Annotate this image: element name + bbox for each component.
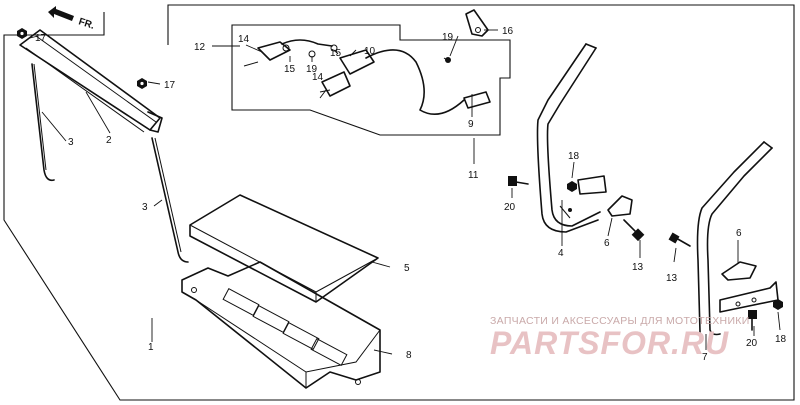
callout-1: 1: [148, 342, 154, 353]
front-direction-label: FR.: [77, 16, 96, 32]
battery-pad: [189, 194, 379, 303]
callout-12: 12: [194, 42, 206, 53]
callout-15-left: 15: [284, 64, 296, 75]
callout-15-right: 15: [330, 48, 342, 59]
guard-bracket-6-left: [607, 195, 633, 217]
terminal-strap: [443, 9, 489, 63]
callout-20-left: 20: [504, 202, 516, 213]
callout-19-mid: 19: [306, 64, 318, 75]
callout-10: 10: [364, 46, 376, 57]
bolt-20-right: [748, 310, 757, 331]
callout-7: 7: [702, 352, 708, 363]
wiring-group-frame: [231, 24, 511, 136]
watermark-caption: ЗАПЧАСТИ И АКСЕССУАРЫ ДЛЯ МОТОТЕХНИКИ: [490, 315, 750, 327]
front-direction-arrow: FR.: [48, 6, 96, 32]
callout-5: 5: [404, 263, 410, 274]
nut-17-right: [137, 78, 147, 89]
assembly-frame: [3, 4, 795, 401]
callout-20-right: 20: [746, 338, 758, 349]
nut-17-left: [17, 28, 27, 39]
callout-19-right: 19: [442, 32, 454, 43]
callout-18-right: 18: [775, 334, 787, 345]
battery-tray: [181, 261, 381, 389]
watermark-logo: PARTSFOR.RU: [490, 325, 729, 361]
callout-8: 8: [406, 350, 412, 361]
callout-13-right: 13: [666, 273, 678, 284]
callout-18-left: 18: [568, 151, 580, 162]
nut-18-left: [567, 181, 577, 192]
callout-2: 2: [106, 135, 112, 146]
callout-14-upper: 14: [238, 34, 250, 45]
callout-4: 4: [558, 248, 564, 259]
callout-14-lower: 14: [312, 72, 324, 83]
leader-lines: [29, 29, 781, 355]
callout-6-right: 6: [736, 228, 742, 239]
callout-9: 9: [468, 119, 474, 130]
bolt-13-left: [623, 219, 645, 242]
guard-bar-left: [536, 43, 607, 233]
battery-rod-right: [151, 137, 189, 263]
bolt-20-left: [508, 176, 529, 186]
callout-labels: 17 17 2 3 3 1 5 8 12 14 15 19 14 15 10 1…: [35, 26, 787, 363]
callout-16: 16: [502, 26, 514, 37]
callout-17-right: 17: [164, 80, 176, 91]
guard-bar-right: [696, 141, 779, 336]
watermark: ЗАПЧАСТИ И АКСЕССУАРЫ ДЛЯ МОТОТЕХНИКИ PA…: [490, 315, 750, 361]
nut-18-right: [773, 299, 783, 310]
bolt-13-right: [668, 232, 691, 247]
callout-3-lower: 3: [142, 202, 148, 213]
callout-3-upper: 3: [68, 137, 74, 148]
callout-13-left: 13: [632, 262, 644, 273]
callout-17-left: 17: [35, 33, 47, 44]
guard-bracket-6-right: [721, 261, 757, 281]
callout-11: 11: [468, 170, 479, 181]
battery-hold-bar: [19, 29, 163, 133]
callout-6-left: 6: [604, 238, 610, 249]
battery-rod-left: [31, 63, 55, 182]
